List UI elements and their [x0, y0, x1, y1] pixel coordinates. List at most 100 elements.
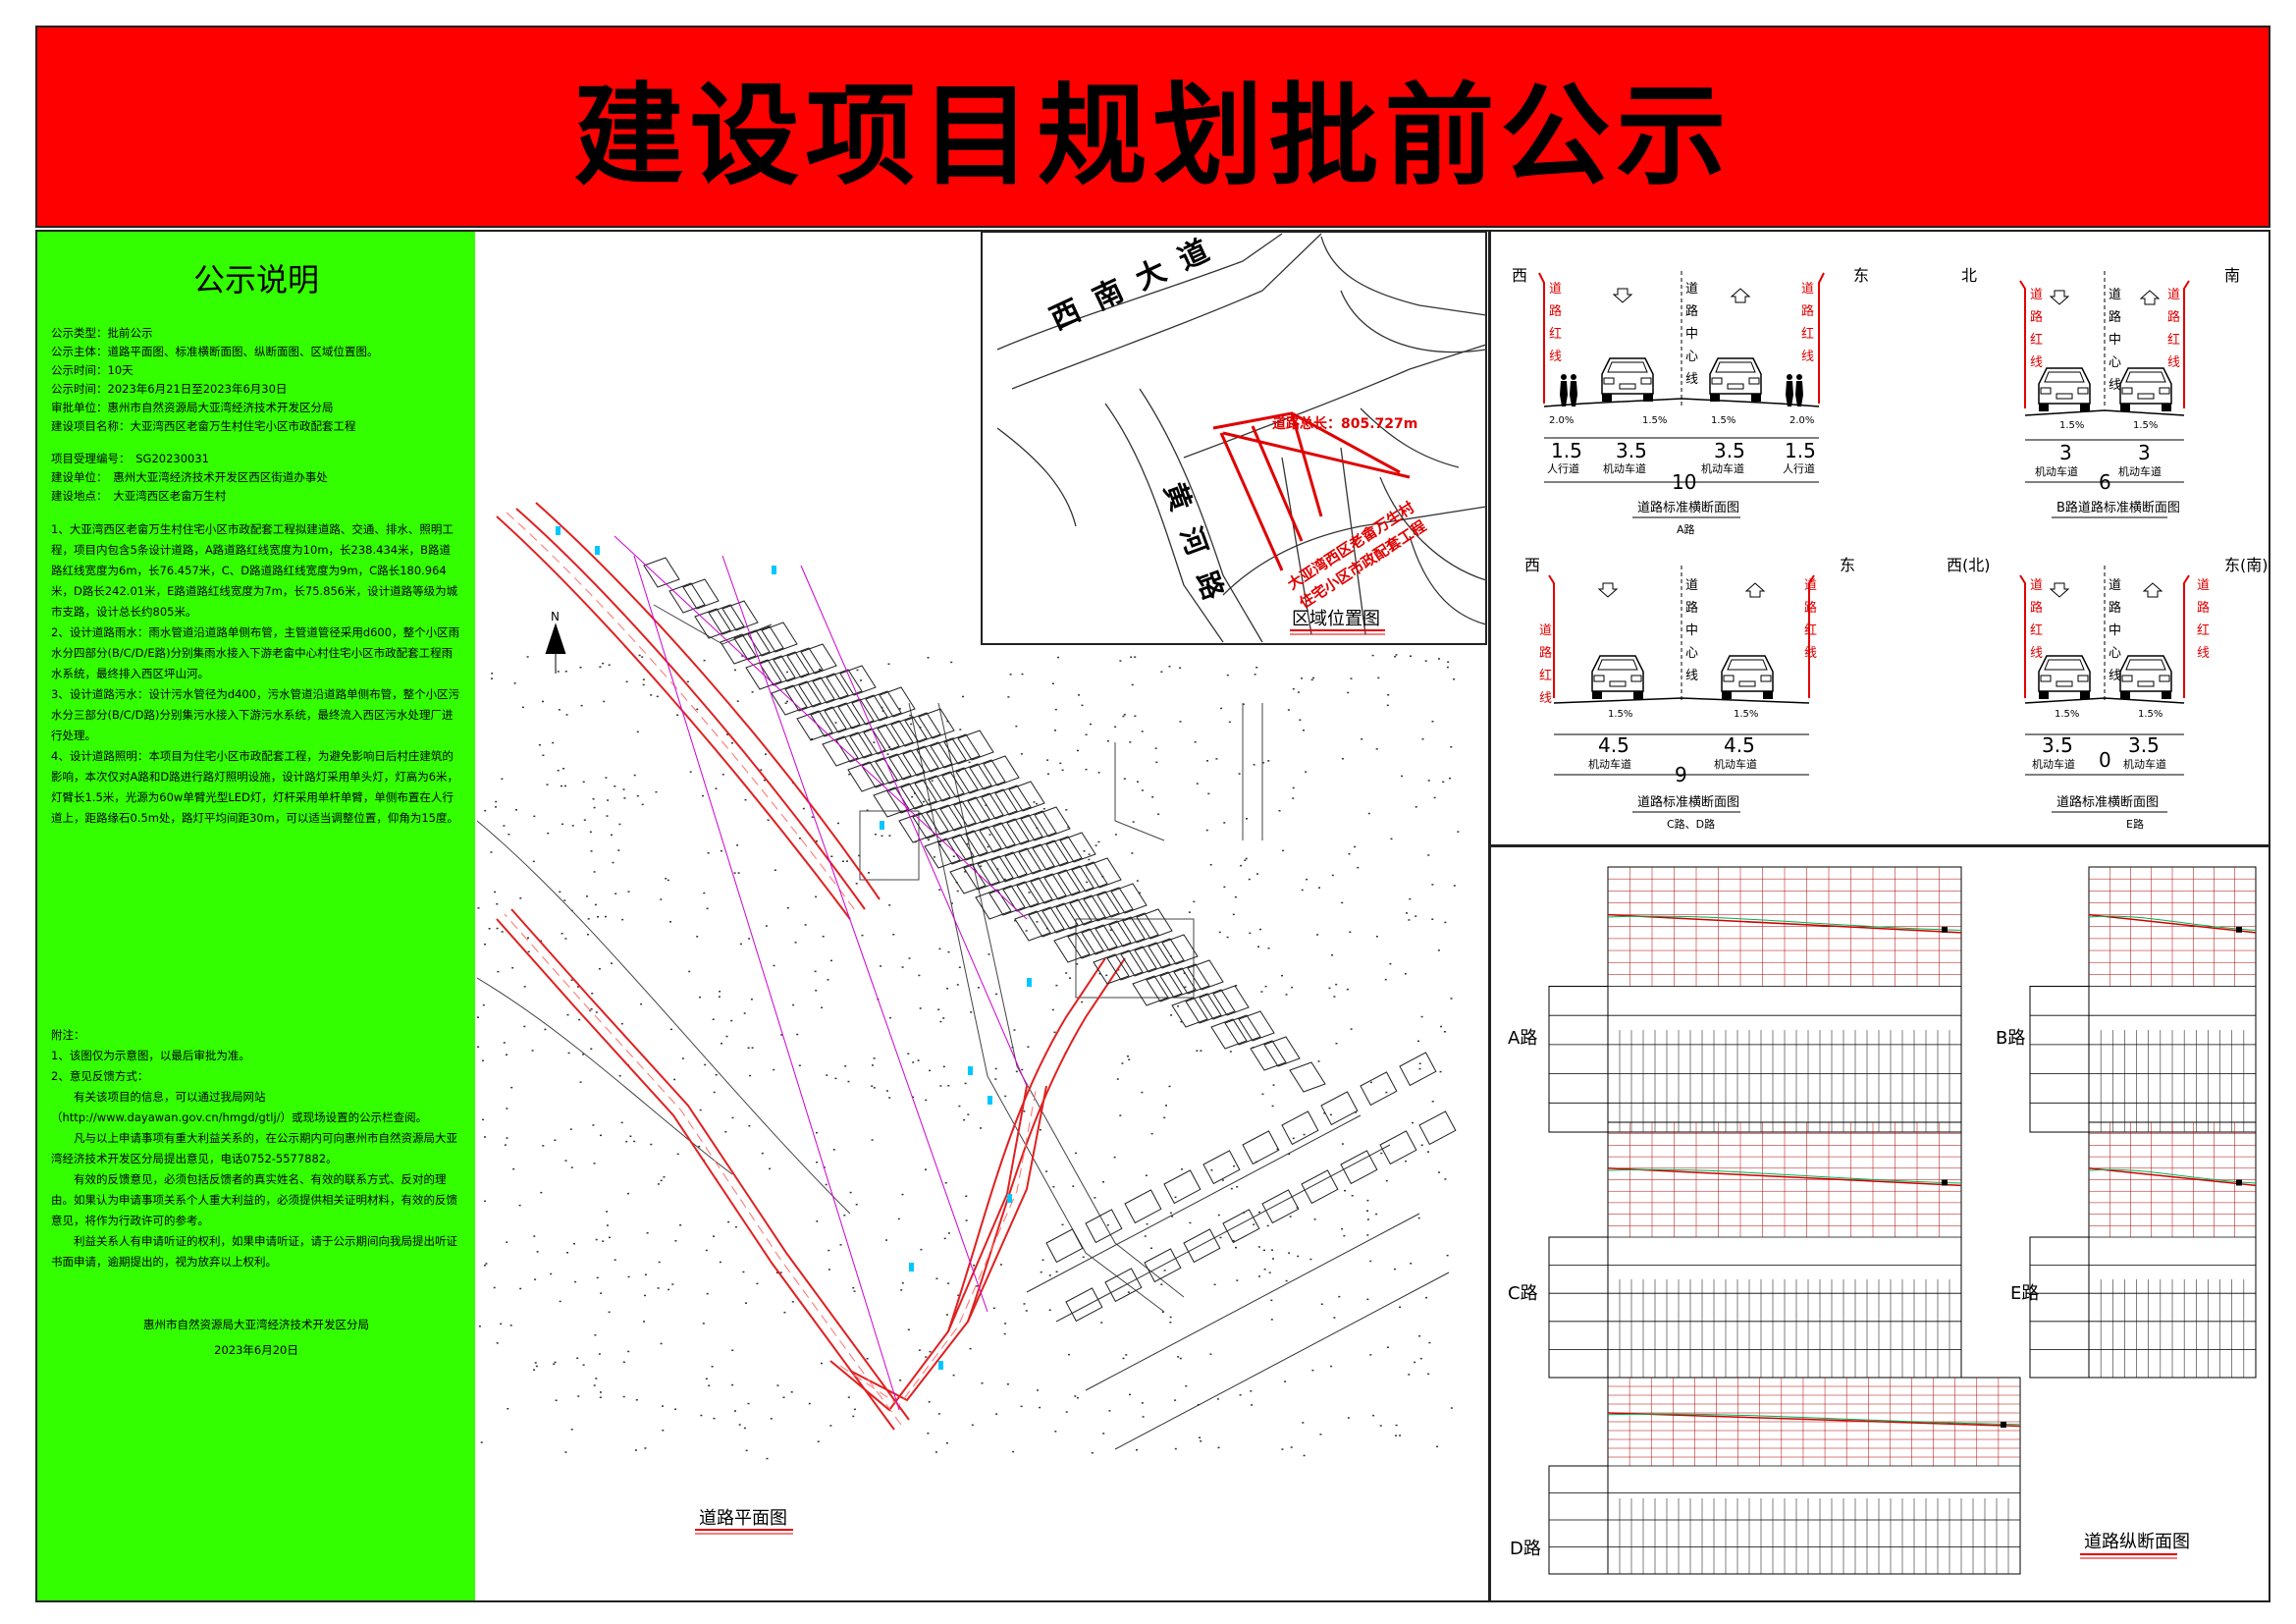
- svg-text:3.5: 3.5: [1714, 439, 1745, 462]
- svg-text:红: 红: [1804, 623, 1817, 638]
- svg-text:道路标准横断面图: 道路标准横断面图: [2056, 794, 2159, 810]
- longitudinal-profiles: A路 B路 C路 E路 D路 道路纵断面图: [1508, 866, 2257, 1575]
- profiles-caption: 道路纵断面图: [2084, 1532, 2190, 1552]
- svg-text:C路、D路: C路、D路: [1667, 818, 1715, 831]
- profile-label: C路: [1508, 1283, 1538, 1304]
- svg-text:3.5: 3.5: [1616, 439, 1647, 462]
- appendix-line: 有效的反馈意见，必须包括反馈者的真实姓名、有效的联系方式、反对的理由。如果认为申…: [51, 1172, 457, 1227]
- svg-text:道: 道: [2109, 288, 2121, 302]
- svg-text:1.5%: 1.5%: [1608, 709, 1632, 720]
- notice-meta-line: 建设项目名称：大亚湾西区老畲万生村住宅小区市政配套工程: [51, 419, 356, 433]
- svg-text:线: 线: [1549, 350, 1562, 364]
- svg-text:3.5: 3.5: [2042, 733, 2073, 757]
- svg-text:中: 中: [1685, 327, 1698, 342]
- appendix-line: 有关该项目的信息，可以通过我局网站（http://www.dayawan.gov…: [51, 1090, 428, 1124]
- svg-text:西: 西: [1524, 556, 1540, 574]
- svg-text:红: 红: [1539, 668, 1552, 683]
- svg-text:红: 红: [2167, 332, 2180, 348]
- svg-text:道: 道: [2030, 288, 2043, 302]
- svg-text:线: 线: [1685, 372, 1698, 387]
- page-title: 建设项目规划批前公示: [573, 72, 1733, 200]
- appendix-heading: 附注：: [51, 1028, 85, 1042]
- notice-meta-line: 公示时间：10天: [51, 363, 133, 377]
- svg-text:线: 线: [2167, 355, 2180, 370]
- panel-divider: [1488, 232, 1491, 1600]
- svg-text:心: 心: [1685, 350, 1698, 364]
- svg-text:道: 道: [1685, 578, 1698, 593]
- appendix-line: 1、该图仅为示意图，以最后审批为准。: [51, 1049, 250, 1062]
- svg-text:线: 线: [1685, 669, 1698, 683]
- notice-meta-line: 公示类型：批前公示: [51, 326, 153, 340]
- svg-text:道: 道: [1685, 282, 1698, 297]
- site-plan: N: [477, 502, 1460, 1460]
- svg-text:线: 线: [1804, 646, 1817, 661]
- svg-text:路: 路: [2109, 309, 2121, 325]
- profile-label: A路: [1508, 1028, 1537, 1049]
- svg-text:路: 路: [1539, 645, 1552, 661]
- svg-text:道: 道: [1539, 623, 1552, 638]
- svg-text:心: 心: [2109, 355, 2121, 370]
- svg-text:东(南): 东(南): [2224, 556, 2269, 574]
- svg-text:9: 9: [1675, 763, 1687, 786]
- svg-text:机动车道: 机动车道: [1714, 757, 1757, 771]
- svg-text:路: 路: [1801, 303, 1814, 319]
- svg-text:机动车道: 机动车道: [1588, 757, 1631, 771]
- panel-divider: [1490, 844, 2270, 847]
- svg-text:线: 线: [1801, 350, 1814, 364]
- svg-text:线: 线: [2109, 378, 2121, 393]
- svg-text:路: 路: [1685, 303, 1698, 319]
- svg-text:6: 6: [2099, 470, 2111, 494]
- road-plan-caption: 道路平面图: [699, 1508, 787, 1529]
- svg-text:路: 路: [1804, 600, 1817, 616]
- svg-text:1.5%: 1.5%: [1711, 415, 1735, 426]
- svg-text:路: 路: [2197, 600, 2210, 616]
- svg-text:道: 道: [2109, 578, 2121, 593]
- svg-text:线: 线: [2030, 355, 2043, 370]
- svg-text:1.5%: 1.5%: [2138, 709, 2163, 720]
- svg-text:机动车道: 机动车道: [2123, 757, 2166, 771]
- cross-section-cd: 西 东 道 路 红 线 道 路 红 线 道 路 中 心 线 1.5% 1.5% …: [1524, 556, 1855, 831]
- appendix-line: 利益关系人有申请听证的权利，如果申请听证，请于公示期间向我局提出听证书面申请，逾…: [51, 1234, 457, 1269]
- appendix-line: 凡与以上申请事项有重大利益关系的，在公示期内可向惠州市自然资源局大亚湾经济技术开…: [51, 1131, 457, 1165]
- svg-text:红: 红: [1549, 326, 1562, 342]
- notice-meta-line: 公示时间：2023年6月21日至2023年6月30日: [51, 382, 288, 396]
- svg-text:3: 3: [2059, 441, 2072, 464]
- svg-text:线: 线: [2197, 646, 2210, 661]
- svg-text:道: 道: [1801, 282, 1814, 297]
- svg-text:路: 路: [1549, 303, 1562, 319]
- svg-text:机动车道: 机动车道: [2032, 757, 2075, 771]
- svg-text:线: 线: [2109, 669, 2121, 683]
- north-arrow-icon: N: [545, 610, 566, 674]
- svg-text:机动车道: 机动车道: [1603, 461, 1646, 475]
- svg-text:人行道: 人行道: [1783, 461, 1815, 475]
- location-map: 西南大道 黄河路 道路总长：805.727m 大亚湾西区老畲万生村 住宅小区市政…: [981, 232, 1487, 645]
- svg-text:4.5: 4.5: [1598, 733, 1629, 757]
- notice-panel: 公示说明 公示类型：批前公示 公示主体：道路平面图、标准横断面图、纵断面图、区域…: [37, 232, 475, 1600]
- svg-text:1.5: 1.5: [1551, 439, 1582, 462]
- svg-text:2.0%: 2.0%: [1789, 415, 1814, 426]
- svg-text:路: 路: [2109, 600, 2121, 616]
- svg-text:3.5: 3.5: [2128, 733, 2160, 757]
- svg-text:10: 10: [1672, 470, 1696, 494]
- svg-text:4.5: 4.5: [1724, 733, 1755, 757]
- signature-date: 2023年6月20日: [214, 1343, 298, 1357]
- svg-text:线: 线: [1539, 691, 1552, 706]
- svg-text:0: 0: [2099, 748, 2111, 772]
- svg-text:机动车道: 机动车道: [1701, 461, 1744, 475]
- svg-text:心: 心: [2109, 646, 2121, 661]
- svg-text:路: 路: [2167, 309, 2180, 325]
- svg-text:1.5: 1.5: [1785, 439, 1816, 462]
- project-info-line: 项目受理编号： SG20230031: [51, 452, 209, 465]
- road-length-label: 道路总长：805.727m: [1272, 415, 1417, 432]
- svg-text:1.5%: 1.5%: [1642, 415, 1667, 426]
- svg-text:1.5%: 1.5%: [2059, 420, 2084, 431]
- svg-text:人行道: 人行道: [1547, 461, 1579, 475]
- svg-text:道路标准横断面图: 道路标准横断面图: [1637, 500, 1739, 515]
- svg-text:道: 道: [1804, 578, 1817, 593]
- project-info-line: 建设单位： 惠州大亚湾经济技术开发区西区街道办事处: [51, 470, 328, 484]
- svg-text:东: 东: [1840, 556, 1855, 574]
- project-info-line: 建设地点： 大亚湾西区老畲万生村: [51, 489, 227, 503]
- title-banner: 建设项目规划批前公示: [35, 26, 2270, 228]
- svg-text:红: 红: [2030, 332, 2043, 348]
- notice-paragraph: 1、大亚湾西区老畲万生村住宅小区市政配套工程拟建道路、交通、排水、照明工程，项目…: [51, 522, 458, 619]
